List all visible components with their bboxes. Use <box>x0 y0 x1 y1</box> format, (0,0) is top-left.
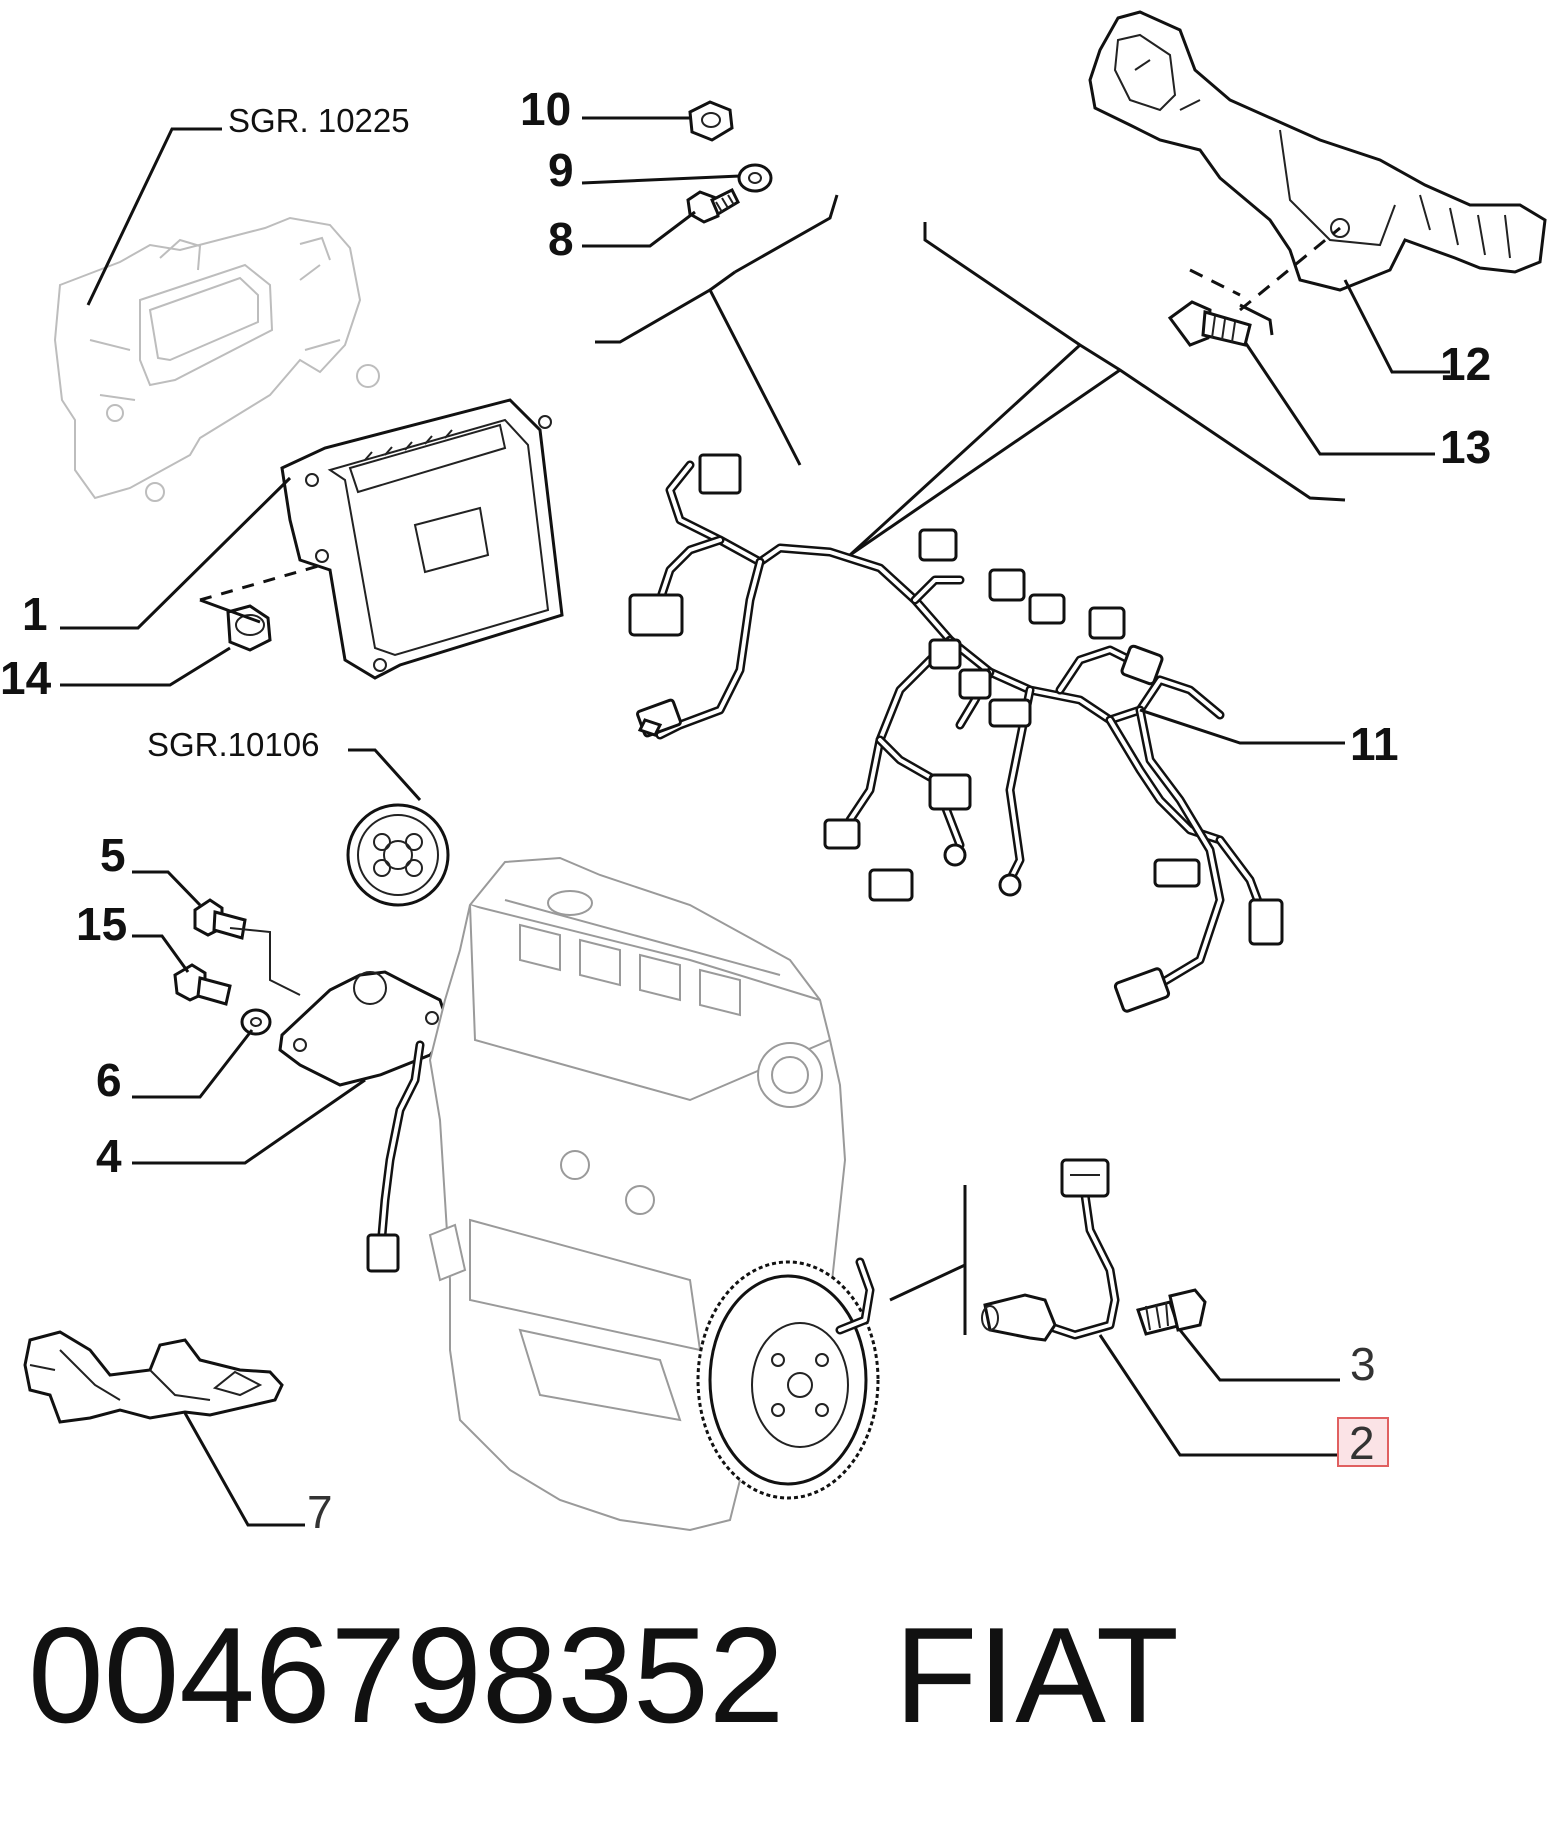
ref-label-sgr-10225: SGR. 10225 <box>228 102 410 139</box>
wiring-harness-11 <box>628 453 1284 1013</box>
gear-sgr10106 <box>346 803 450 907</box>
washer-6 <box>240 1008 272 1036</box>
callout-9: 9 <box>548 144 574 196</box>
callout-14: 14 <box>0 652 52 704</box>
bolt-3 <box>1136 1288 1207 1336</box>
callout-11: 11 <box>1350 718 1399 770</box>
bolt-13-bracket <box>1239 303 1274 336</box>
nut-14 <box>226 604 272 652</box>
bolt-13-dash <box>1189 226 1341 312</box>
callout-6: 6 <box>96 1054 122 1106</box>
nut-10 <box>688 100 734 142</box>
callout-5: 5 <box>100 829 126 881</box>
flywheel <box>696 1257 880 1500</box>
callout-13: 13 <box>1440 421 1491 473</box>
crank-sensor-bracket <box>889 1185 967 1335</box>
callout-3: 3 <box>1350 1338 1376 1390</box>
ecu-unit <box>280 398 564 680</box>
part-number: 0046798352 <box>28 1599 785 1751</box>
bolt-5 <box>193 898 247 940</box>
footer-caption: 0046798352 FIAT <box>28 1600 1179 1750</box>
highlight-box <box>1337 1417 1389 1467</box>
callout-8: 8 <box>548 213 574 265</box>
ref-label-sgr-10106: SGR.10106 <box>147 726 319 763</box>
brand-name: FIAT <box>894 1599 1179 1751</box>
callout-10: 10 <box>520 83 571 135</box>
ecu-dash-line-2 <box>199 598 261 624</box>
bolt-8 <box>686 187 740 224</box>
harness-guide-12 <box>1088 10 1547 292</box>
bolt-13 <box>1167 300 1252 347</box>
callout-4: 4 <box>96 1130 122 1182</box>
leader-lines <box>60 116 1450 1527</box>
ghost-ecu-bracket <box>53 216 380 502</box>
cam-sensor-4 <box>278 970 452 1273</box>
callout-1: 1 <box>22 588 48 640</box>
callout-2-highlighted: 2 <box>1349 1417 1375 1469</box>
wiring-cover-7 <box>23 1330 284 1424</box>
callout-7: 7 <box>307 1486 333 1538</box>
callout-15: 15 <box>76 898 127 950</box>
assembly-bracket-lines <box>595 194 1346 557</box>
ecu-dash-line <box>199 563 323 602</box>
crank-sensor-2 <box>981 1158 1120 1342</box>
washer-9 <box>737 163 773 193</box>
callout-12: 12 <box>1440 338 1491 390</box>
sensor-4-link <box>229 927 301 996</box>
bolt-15 <box>173 963 232 1006</box>
